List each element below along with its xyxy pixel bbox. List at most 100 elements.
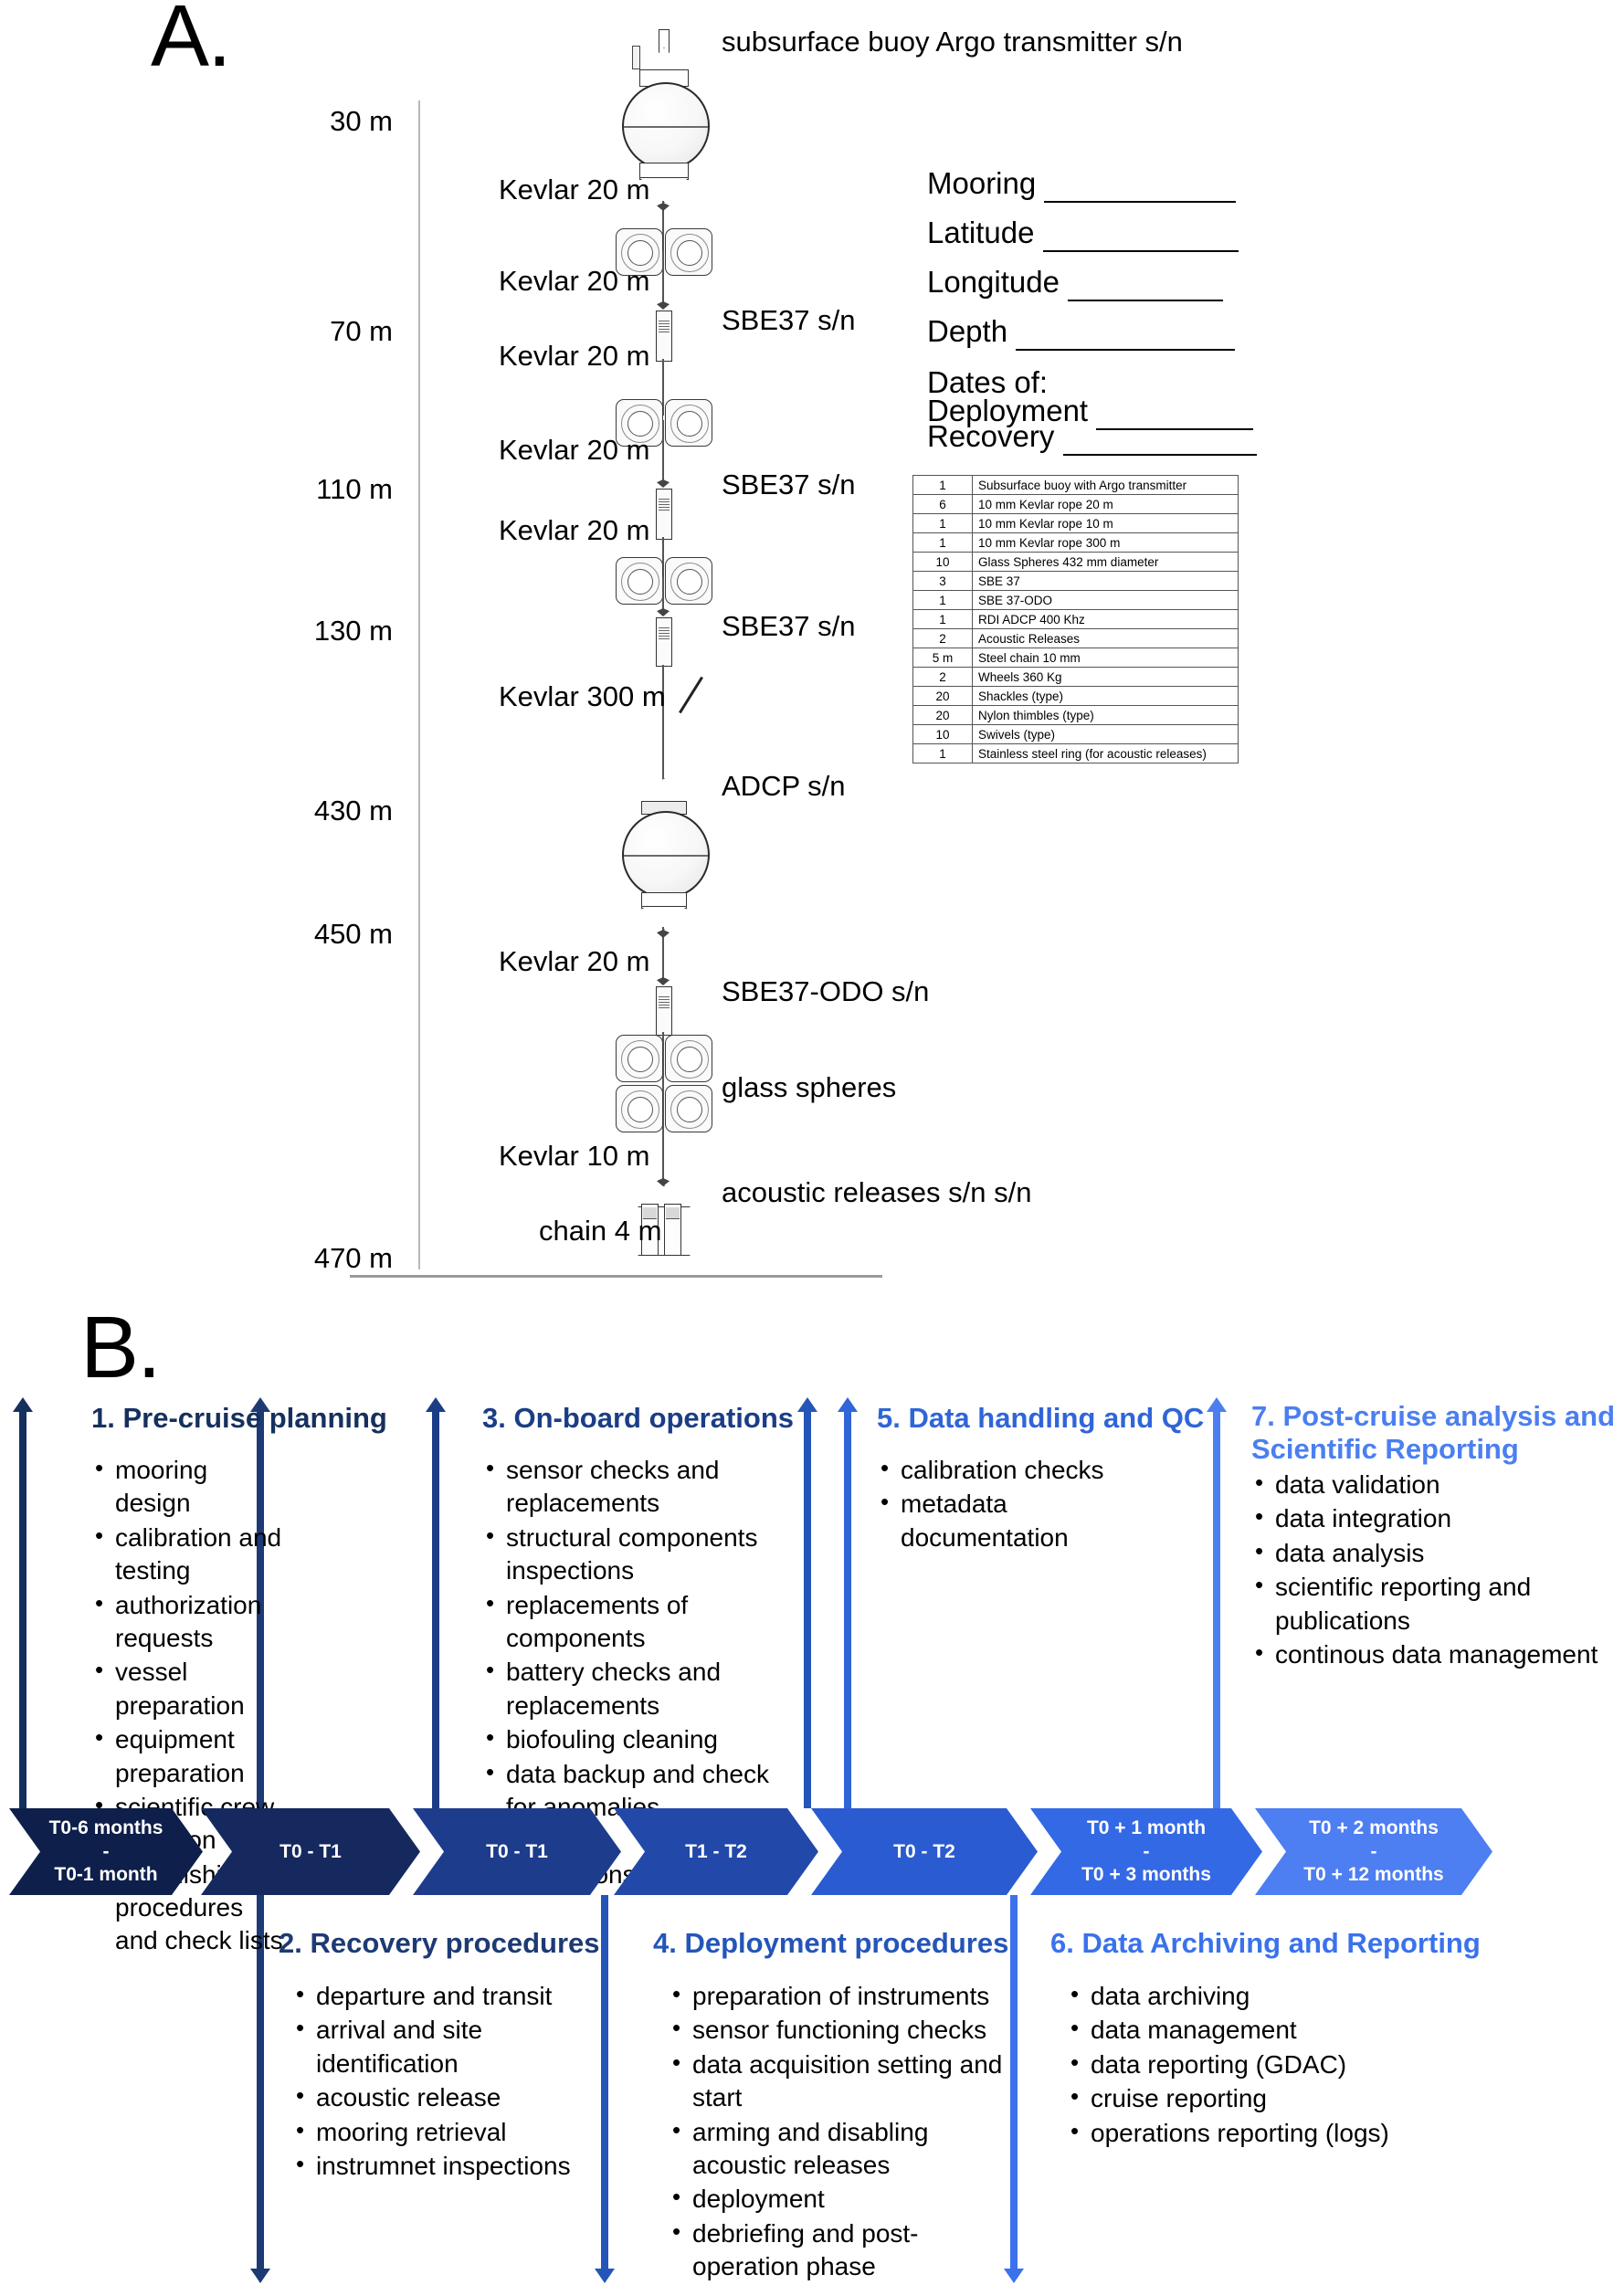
shackle-icon-1: [657, 203, 670, 211]
timeline-chevron-5[interactable]: T0 - T2: [811, 1808, 1038, 1895]
component-qty: 1: [912, 590, 973, 610]
component-qty: 2: [912, 667, 973, 687]
component-qty: 1: [912, 532, 973, 553]
stage-list-item: biofouling cleaning: [482, 1722, 775, 1756]
depth-label-30m: 30 m: [330, 105, 393, 137]
stage-list-6: data archivingdata managementdata report…: [1067, 1979, 1396, 2151]
form-field-depth: Depth: [927, 314, 1236, 351]
timeline-chevron-7[interactable]: T0 + 2 months - T0 + 12 months: [1255, 1808, 1492, 1895]
component-desc: Acoustic Releases: [972, 628, 1239, 648]
component-qty: 20: [912, 686, 973, 706]
mooring-line-long-300m: [662, 665, 664, 784]
glass-sphere-pair-5: [616, 1085, 712, 1132]
stage-title-6: 6. Data Archiving and Reporting: [1050, 1927, 1481, 1959]
label-adcp: ADCP s/n: [722, 770, 846, 802]
rope-label-2: Kevlar 20 m: [499, 265, 650, 297]
mooring-line-seg-1: [662, 201, 664, 251]
mooring-line-seg-6: [662, 577, 664, 614]
adcp-top-bridle: [641, 778, 687, 804]
component-qty: 1: [912, 475, 973, 495]
shackle-icon-5: [657, 930, 670, 938]
arrow-down-stage-4: [595, 1895, 615, 2283]
stage-list-item: authorization requests: [91, 1588, 288, 1656]
mooring-line-seg-3: [662, 359, 664, 416]
component-desc: Steel chain 10 mm: [972, 648, 1239, 668]
component-desc: Nylon thimbles (type): [972, 705, 1239, 725]
shackle-icon-2: [657, 301, 670, 310]
component-qty: 1: [912, 513, 973, 533]
glass-sphere-pair-4: [616, 1035, 712, 1082]
component-desc: 10 mm Kevlar rope 10 m: [972, 513, 1239, 533]
stage-list-item: arming and disabling acoustic releases: [669, 2115, 1005, 2183]
rope-label-3: Kevlar 20 m: [499, 340, 650, 372]
timeline-chevron-4[interactable]: T1 - T2: [614, 1808, 818, 1895]
form-blank-depth[interactable]: [1016, 314, 1236, 351]
glass-sphere-pair-2: [616, 399, 712, 447]
arrow-down-stage-6: [1004, 1895, 1024, 2283]
mooring-line-seg-2: [662, 251, 664, 306]
form-label-longitude: Longitude: [927, 265, 1060, 299]
depth-label-470m: 470 m: [313, 1242, 393, 1274]
form-blank-deployment[interactable]: [1096, 394, 1254, 430]
form-field-mooring: Mooring: [927, 166, 1237, 203]
timeline-chevron-1[interactable]: T0-6 months - T0-1 month: [9, 1808, 203, 1895]
stage-list-item: data validation: [1251, 1468, 1617, 1501]
form-label-latitude: Latitude: [927, 216, 1035, 249]
form-blank-latitude[interactable]: [1042, 216, 1239, 252]
depth-label-70m: 70 m: [330, 315, 393, 347]
timeline-chevron-3[interactable]: T0 - T1: [413, 1808, 621, 1895]
stage-list-item: battery checks and replacements: [482, 1655, 775, 1722]
stage-list-item: calibration and testing: [91, 1521, 288, 1588]
shackle-icon-7: [657, 1178, 670, 1186]
label-sbe37-2: SBE37 s/n: [722, 469, 856, 500]
form-label-mooring: Mooring: [927, 166, 1037, 200]
depth-label-130m: 130 m: [313, 615, 393, 647]
mooring-line-seg-8: [662, 1032, 664, 1132]
stage-list-7: data validationdata integrationdata anal…: [1251, 1468, 1617, 1672]
sbe37-sensor-2: [656, 489, 672, 540]
component-qty: 2: [912, 628, 973, 648]
panel-b-label: B.: [80, 1299, 162, 1396]
timeline-chevron-6[interactable]: T0 + 1 month - T0 + 3 months: [1030, 1808, 1262, 1895]
label-sbe37-odo: SBE37-ODO s/n: [722, 975, 930, 1007]
stage-list-4: preparation of instrumentssensor functio…: [669, 1979, 1005, 2285]
panel-b-workflow-diagram: B. 1. Pre-cruise planning mooring design…: [0, 1297, 1624, 2283]
stage-list-item: mooring design: [91, 1453, 288, 1521]
stage-list-item: data reporting (GDAC): [1067, 2048, 1396, 2081]
stage-title-3: 3. On-board operations: [482, 1402, 795, 1434]
stage-list-item: instrumnet inspections: [292, 2149, 594, 2183]
stage-list-item: deployment: [669, 2182, 1005, 2216]
timeline-chevron-2[interactable]: T0 - T1: [201, 1808, 420, 1895]
component-qty: 6: [912, 494, 973, 514]
form-field-latitude: Latitude: [927, 216, 1239, 252]
stage-list-item: data analysis: [1251, 1536, 1617, 1570]
component-desc: SBE 37: [972, 571, 1239, 591]
rope-label-6: Kevlar 300 m: [499, 680, 666, 712]
stage-list-item: vessel preparation: [91, 1655, 288, 1722]
stage-list-item: departure and transit: [292, 1979, 594, 2013]
rope-label-4: Kevlar 20 m: [499, 434, 650, 466]
stage-list-item: continous data management: [1251, 1637, 1617, 1671]
form-blank-mooring[interactable]: [1044, 166, 1237, 203]
stage-list-item: arrival and site identification: [292, 2013, 594, 2080]
component-qty: 10: [912, 552, 973, 572]
stage-title-1: 1. Pre-cruise planning: [91, 1402, 387, 1434]
arrow-up-stage-1-left: [13, 1397, 33, 1808]
form-blank-longitude[interactable]: [1068, 265, 1224, 301]
label-sbe37-1: SBE37 s/n: [722, 304, 856, 336]
form-blank-recovery[interactable]: [1062, 419, 1257, 456]
component-desc: Subsurface buoy with Argo transmitter: [972, 475, 1239, 495]
glass-sphere-pair-1: [616, 228, 712, 276]
form-dates-heading: Dates of:: [927, 365, 1049, 399]
rope-label-5: Kevlar 20 m: [499, 514, 650, 546]
mooring-line-seg-5: [662, 537, 664, 584]
component-desc: 10 mm Kevlar rope 20 m: [972, 494, 1239, 514]
form-label-depth: Depth: [927, 314, 1008, 348]
component-desc: Glass Spheres 432 mm diameter: [972, 552, 1239, 572]
